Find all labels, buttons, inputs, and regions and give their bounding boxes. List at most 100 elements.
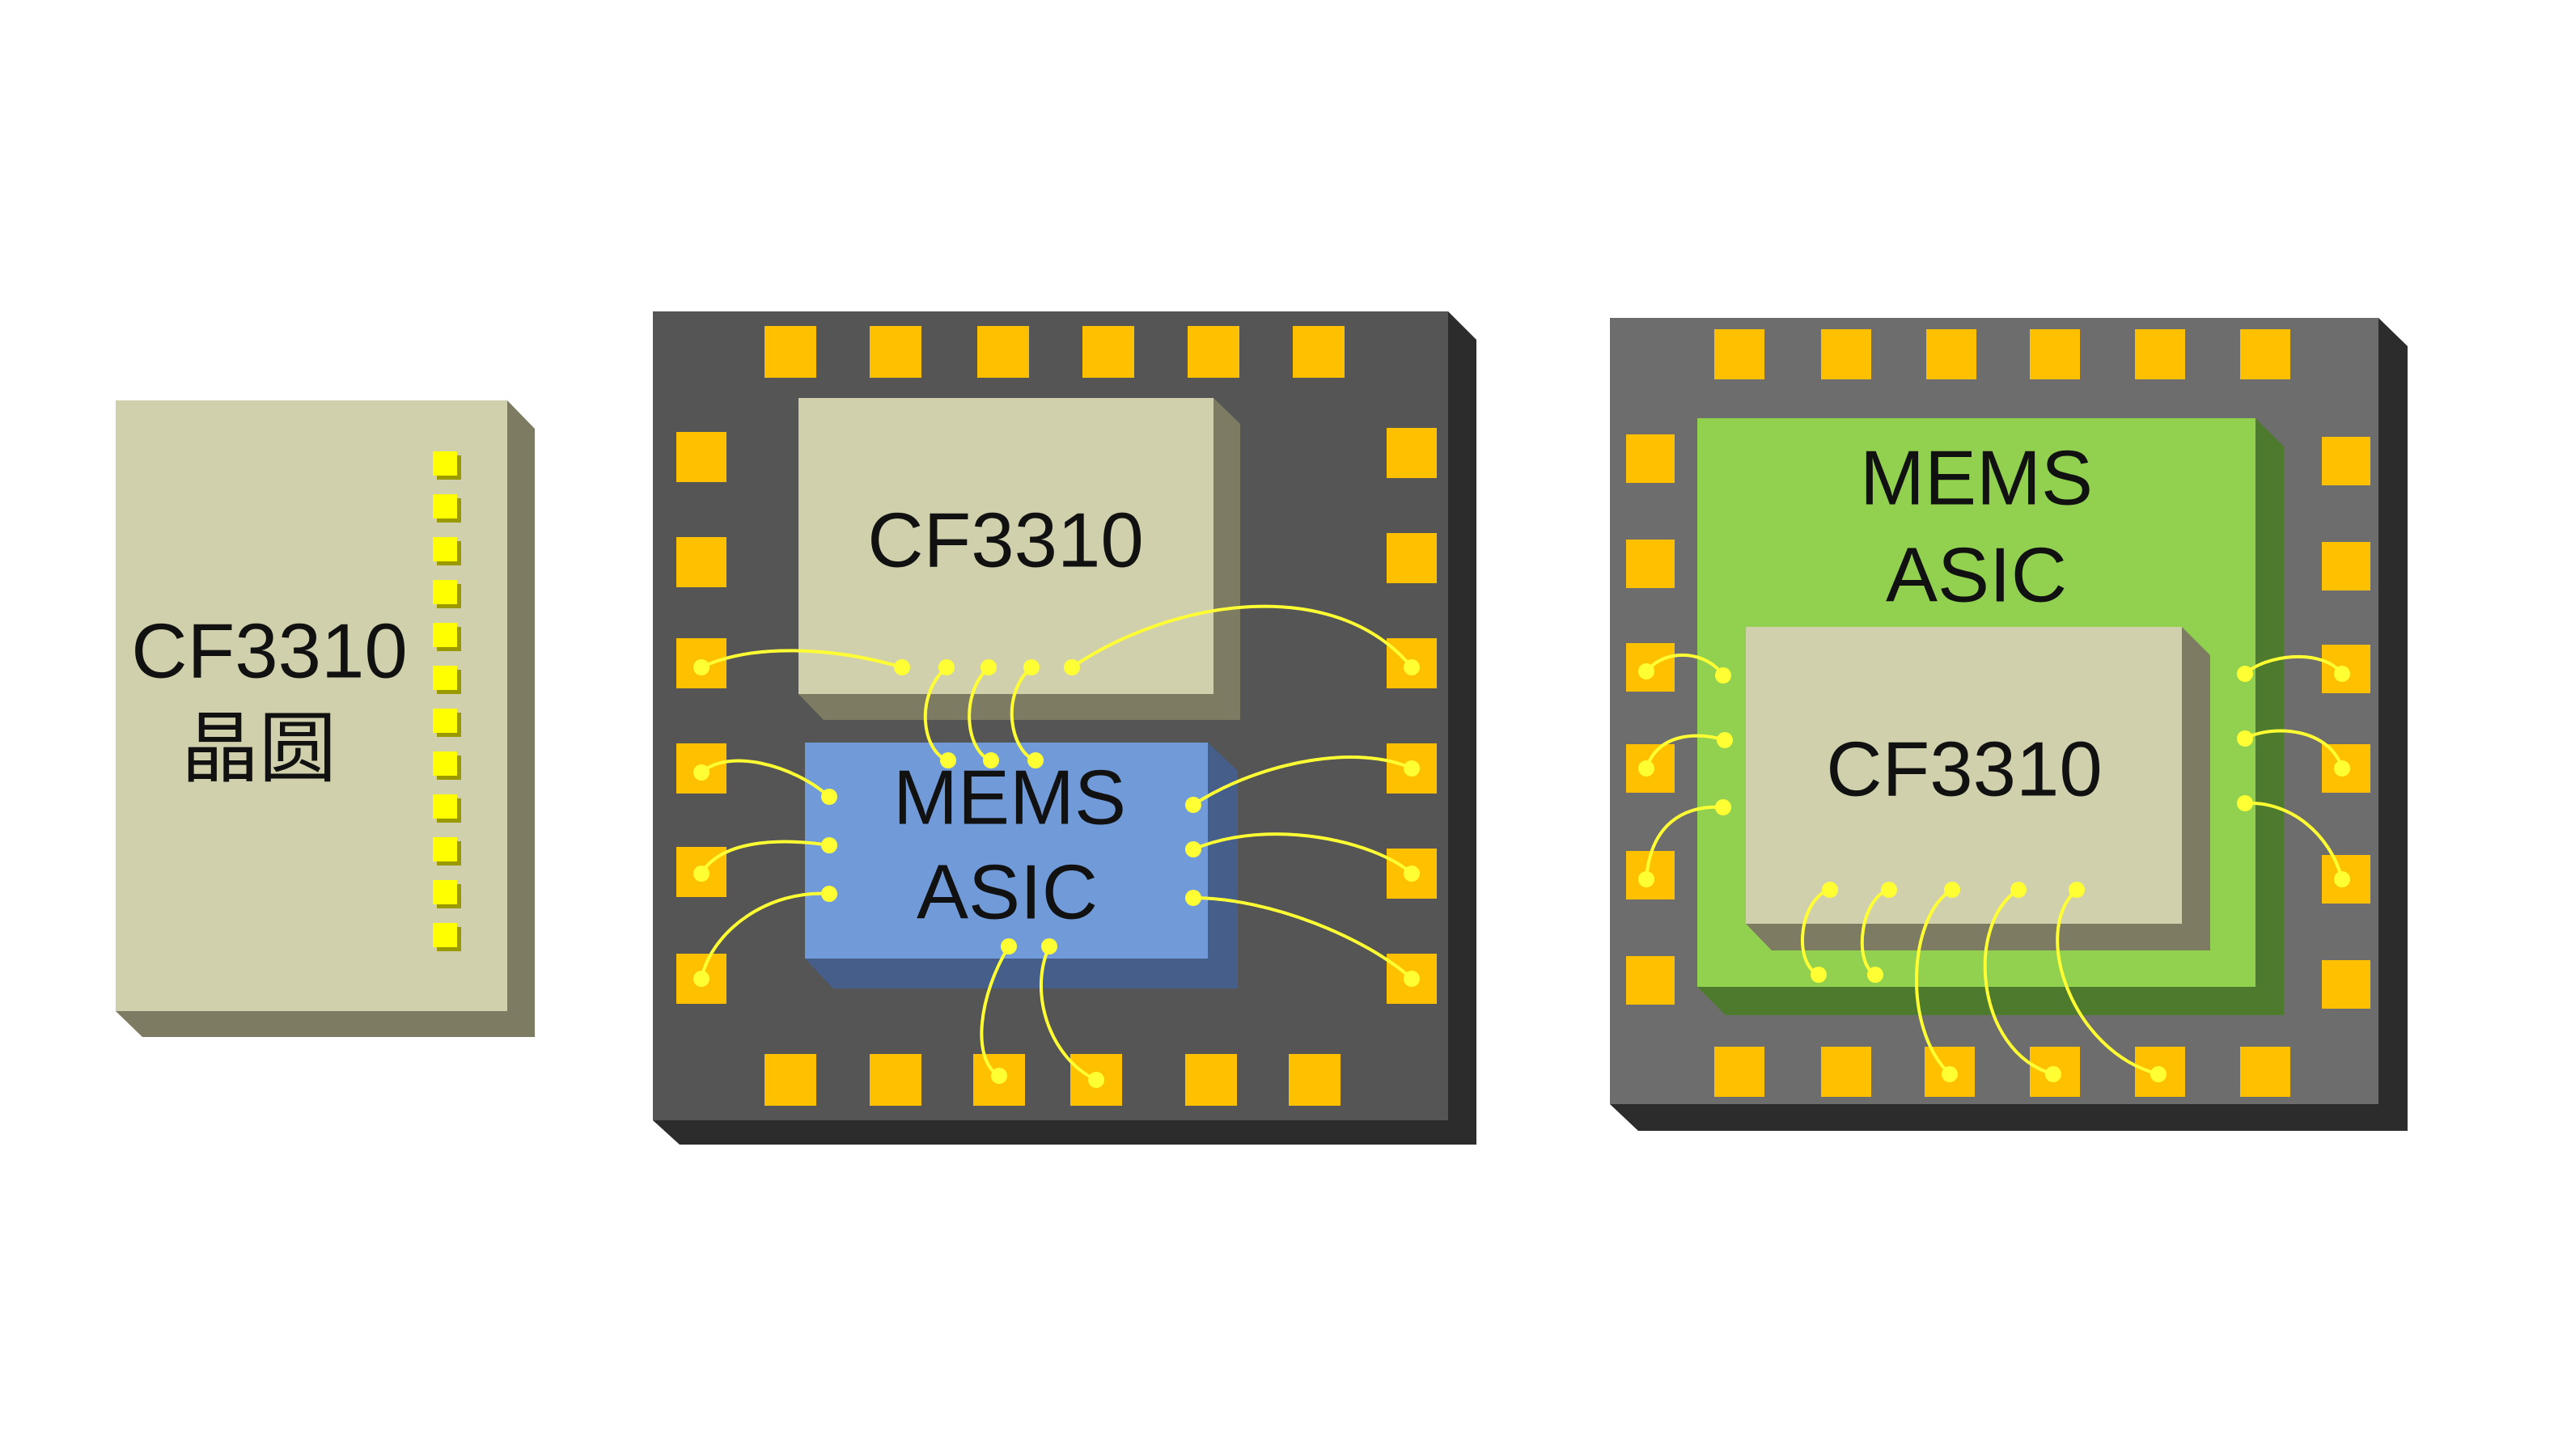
bond-dot [2237, 795, 2253, 811]
bond-dot [940, 752, 956, 768]
mid-asic-face [805, 743, 1208, 959]
wafer-subtitle: 晶圆 [181, 705, 337, 792]
package-pad [1626, 434, 1675, 483]
bond-wire [2056, 888, 2159, 1076]
bond-dot [1185, 841, 1201, 857]
wafer-pad-column [433, 451, 461, 951]
bond-dot [2237, 730, 2253, 747]
bond-wire [1645, 654, 1725, 677]
bond-dot [1001, 938, 1017, 954]
package-right-pads [1626, 329, 2370, 1097]
mid-asic-label-line1: MEMS [893, 754, 1126, 840]
bond-dot [1023, 659, 1040, 675]
package-pad [1082, 326, 1134, 378]
bond-wire [1983, 888, 2054, 1076]
bond-dot [1638, 760, 1654, 777]
bond-dot [1822, 882, 1838, 898]
bond-wire [1914, 888, 1954, 1076]
bond-dot [2334, 760, 2350, 777]
bond-dot [693, 764, 709, 781]
bond-dot [1881, 882, 1897, 898]
package-pad [1926, 329, 1976, 379]
package-pad [2240, 329, 2290, 379]
bond-dot [1185, 890, 1201, 906]
bond-wire [1192, 896, 1413, 980]
bond-wire [968, 666, 992, 762]
right-bond-wires [1638, 654, 2350, 1082]
bond-wire [700, 840, 830, 875]
wafer-pad [433, 837, 457, 861]
package-pad [765, 326, 816, 378]
package-pad [1293, 326, 1345, 378]
bond-dot [938, 659, 955, 675]
bond-dot [1404, 760, 1420, 777]
bond-dot [1064, 659, 1080, 675]
package-pad [2240, 1047, 2290, 1097]
bond-wire [1070, 604, 1413, 669]
bond-dot [1715, 799, 1731, 815]
package-pad [1821, 1047, 1871, 1097]
bond-dot [2334, 666, 2350, 682]
mid-die-face [798, 398, 1213, 694]
right-die-face [1746, 627, 2182, 924]
bond-wire [1645, 734, 1726, 769]
bond-wire [980, 945, 1010, 1077]
bond-dot [821, 789, 837, 805]
right-asic-label-line1: MEMS [1860, 434, 2093, 521]
bond-dot [1811, 967, 1827, 983]
bond-dot [1867, 967, 1883, 983]
bond-dot [1942, 1066, 1958, 1082]
package-pad [1185, 1054, 1237, 1106]
bond-dot [2237, 666, 2253, 682]
mid-bond-wires [693, 604, 1420, 1088]
bond-dot [1185, 797, 1201, 813]
bond-dot [1404, 659, 1420, 675]
bond-dot [983, 752, 999, 768]
bond-dot [2010, 882, 2027, 898]
mid-die-label: CF3310 [867, 497, 1144, 583]
package-stacked: MEMS ASIC CF3310 [1610, 318, 2408, 1131]
package-pad [870, 326, 921, 378]
bond-dot [2334, 871, 2350, 887]
bond-wire [1645, 805, 1724, 880]
bond-dot [1944, 882, 1960, 898]
bond-wire [2244, 729, 2344, 769]
package-pad [1387, 533, 1437, 583]
wafer-pad [433, 666, 457, 690]
bond-dot [821, 837, 837, 853]
bond-wire [2244, 801, 2344, 880]
wafer-pad [433, 537, 457, 561]
bond-dot [1041, 938, 1057, 954]
bond-wire [700, 759, 831, 798]
package-pad [1289, 1054, 1341, 1106]
bond-dot [1404, 971, 1420, 987]
wafer-die: CF3310 晶圆 [116, 400, 535, 1037]
right-die-label: CF3310 [1826, 726, 2103, 812]
wafer-pad [433, 923, 457, 947]
bond-dot [2069, 882, 2085, 898]
package-pad [1714, 1047, 1764, 1097]
bond-wire [700, 891, 830, 980]
package-pad [2030, 329, 2080, 379]
bond-dot [981, 659, 997, 675]
package-pad [1821, 329, 1871, 379]
bond-wire [1039, 946, 1097, 1081]
wafer-pad [433, 451, 457, 476]
bond-dot [2150, 1066, 2167, 1082]
package-pad [1626, 540, 1675, 588]
package-pad [977, 326, 1029, 378]
bond-dot [2045, 1066, 2061, 1082]
bond-dot [1717, 732, 1733, 748]
bond-wire [2243, 654, 2344, 675]
bond-dot [1404, 866, 1420, 882]
wafer-pad [433, 580, 457, 604]
bond-wire [1192, 756, 1413, 806]
wafer-title: CF3310 [131, 607, 408, 694]
package-pad [765, 1054, 816, 1106]
bond-wire [1801, 888, 1831, 976]
bond-dot [1088, 1072, 1104, 1088]
right-asic-label-line2: ASIC [1886, 531, 2067, 618]
bond-wire [1010, 666, 1036, 762]
wafer-pad [433, 880, 457, 904]
